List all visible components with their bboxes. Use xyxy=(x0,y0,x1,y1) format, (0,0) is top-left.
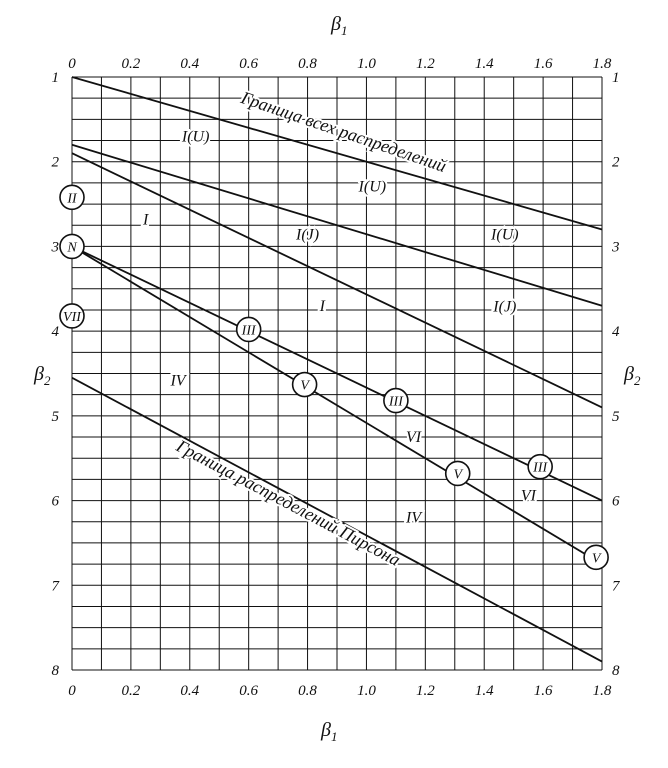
marker-label: III xyxy=(532,461,548,476)
beta1-tick-label-top: 0.6 xyxy=(239,56,258,72)
beta2-tick-label-left: 2 xyxy=(52,155,60,171)
beta2-tick-label-right: 4 xyxy=(612,324,620,340)
marker-label: VII xyxy=(63,310,82,325)
marker-label: V xyxy=(453,467,463,482)
line-type-i-j xyxy=(71,152,603,409)
marker-circle xyxy=(583,544,609,571)
beta2-title-right: β2 xyxy=(623,363,641,388)
region-label: VI xyxy=(521,488,537,505)
beta2-tick-label-right: 6 xyxy=(612,494,620,510)
beta2-tick-label-left: 7 xyxy=(52,578,61,594)
beta2-title-left: β2 xyxy=(33,363,51,388)
marker-label: III xyxy=(241,323,257,338)
region-label: I(U) xyxy=(181,128,210,145)
beta1-tick-label-top: 0 xyxy=(68,56,76,72)
beta2-tick-label-right: 3 xyxy=(611,239,620,255)
beta1-tick-label-top: 0.8 xyxy=(298,56,317,72)
marker-label: V xyxy=(300,379,310,394)
line-type-v-line xyxy=(71,245,603,565)
region-label: I(J) xyxy=(295,227,319,244)
beta1-tick-label-top: 1.2 xyxy=(416,56,435,72)
beta1-tick-label-top: 1.6 xyxy=(534,56,553,72)
marker-label: N xyxy=(66,240,77,255)
line-pearson-boundary xyxy=(71,376,603,663)
boundary-label-all-distributions: Граница всех распределений xyxy=(238,87,449,176)
region-label: I xyxy=(142,211,149,228)
beta2-tick-label-left: 8 xyxy=(52,663,60,679)
beta1-tick-label-bottom: 1.4 xyxy=(475,683,494,699)
marker-circle xyxy=(383,387,409,414)
beta1-tick-label-bottom: 0.2 xyxy=(122,683,141,699)
region-label: I xyxy=(319,298,326,315)
beta1-tick-label-top: 0.2 xyxy=(122,56,141,72)
beta1-tick-label-bottom: 1.2 xyxy=(416,683,435,699)
beta2-tick-label-right: 8 xyxy=(612,663,620,679)
beta2-tick-label-left: 6 xyxy=(52,494,60,510)
beta1-tick-label-bottom: 0.6 xyxy=(239,683,258,699)
marker-circle xyxy=(59,303,85,329)
beta1-tick-label-bottom: 0 xyxy=(68,683,76,699)
line-type-iii-line xyxy=(71,245,603,502)
beta2-tick-label-right: 1 xyxy=(612,70,620,86)
region-label: VI xyxy=(406,429,422,446)
marker-label: III xyxy=(388,395,404,410)
curves xyxy=(71,76,603,663)
region-label: I(J) xyxy=(492,299,516,316)
region-label: IV xyxy=(405,510,423,527)
beta2-tick-label-left: 3 xyxy=(51,239,60,255)
beta2-tick-label-right: 2 xyxy=(612,155,620,171)
beta2-tick-label-left: 4 xyxy=(52,324,60,340)
beta2-tick-label-right: 5 xyxy=(612,409,620,425)
marker-label: V xyxy=(592,551,602,566)
beta1-title-bottom: β1 xyxy=(320,719,337,744)
region-label: IV xyxy=(169,372,187,389)
marker-circle xyxy=(59,233,85,260)
beta2-tick-label-right: 7 xyxy=(612,578,621,594)
marker-circle xyxy=(59,184,85,211)
marker-circle xyxy=(527,453,553,480)
tick-labels: 0 0 0.2 0.2 0.4 0.4 0.6 0.6 0.8 0.8 1.0 1.0 1.2 1.2 1.… xyxy=(51,56,622,699)
region-label: I(U) xyxy=(358,178,387,195)
beta1-tick-label-top: 1.4 xyxy=(475,56,494,72)
beta1-tick-label-bottom: 1.0 xyxy=(357,683,376,699)
beta1-tick-label-top: 0.4 xyxy=(180,56,199,72)
marker-circle xyxy=(291,371,318,398)
beta1-tick-label-top: 1.8 xyxy=(593,56,612,72)
marker-label: II xyxy=(66,191,78,206)
beta1-title-top: β1 xyxy=(330,13,347,38)
marker-circle xyxy=(235,316,262,343)
beta2-tick-label-left: 1 xyxy=(52,70,60,86)
line-all-distributions-boundary xyxy=(71,76,603,231)
beta2-tick-label-left: 5 xyxy=(52,409,60,425)
line-type-iii-upper xyxy=(71,143,603,307)
boundary-label-pearson: Граница распределений Пирсона xyxy=(172,435,403,570)
beta1-tick-label-bottom: 0.8 xyxy=(298,683,317,699)
region-label: I(U) xyxy=(490,227,519,244)
beta1-tick-label-bottom: 1.8 xyxy=(593,683,612,699)
beta1-tick-label-bottom: 1.6 xyxy=(534,683,553,699)
marker-circle xyxy=(444,460,471,487)
beta1-tick-label-bottom: 0.4 xyxy=(180,683,199,699)
beta1-tick-label-top: 1.0 xyxy=(357,56,376,72)
